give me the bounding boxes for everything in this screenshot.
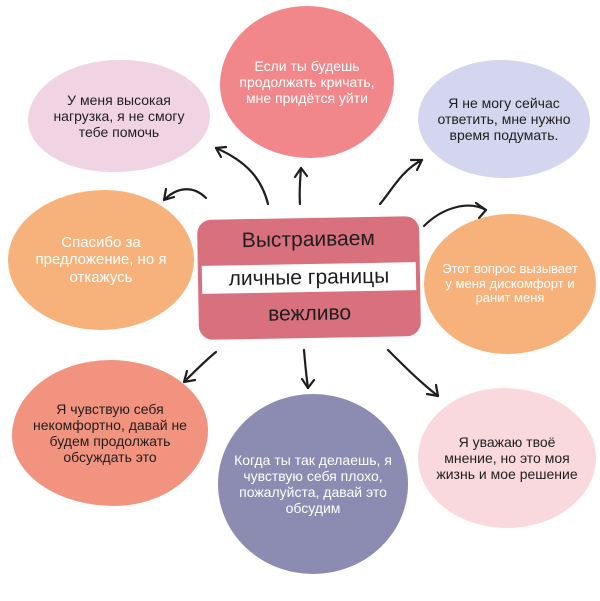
bubble-right: Этот вопрос вызывает у меня дискомфорт и… [424, 214, 596, 354]
center-title-line3: вежливо [267, 301, 352, 326]
center-title-box: Выстраиваем личные границы вежливо [196, 216, 422, 340]
bubble-left-text: Спасибо за предложение, но я откажусь [35, 234, 167, 286]
arrow-to-bottom [302, 348, 310, 390]
arrow-to-top [298, 166, 303, 206]
arrow-to-left [162, 188, 208, 202]
bubble-top: Если ты будешь продолжать кричать, мне п… [220, 6, 394, 158]
bubble-top-left: У меня высокая нагрузка, я не смогу тебе… [28, 60, 210, 172]
center-title-line2: личные границы [201, 262, 417, 294]
bubble-left: Спасибо за предложение, но я откажусь [8, 190, 194, 330]
bubble-bottom-right: Я уважаю твоё мнение, но это моя жизнь и… [418, 388, 596, 528]
arrowhead-left [162, 187, 176, 202]
bubble-bottom-left: Я чувствую себя некомфортно, давай не бу… [12, 360, 208, 506]
bubble-bottom: Когда ты так делаешь, я чувствую себя пл… [218, 394, 408, 574]
bubble-bottom-text: Когда ты так делаешь, я чувствую себя пл… [234, 451, 392, 517]
bubble-top-text: Если ты будешь продолжать кричать, мне п… [239, 57, 375, 107]
bubble-top-right: Я не могу сейчас ответить, мне нужно вре… [418, 60, 590, 178]
arrow-to-bottom-left [182, 350, 218, 384]
bubble-right-text: Этот вопрос вызывает у меня дискомфорт и… [442, 260, 578, 306]
arrow-to-top-right [378, 158, 424, 206]
arrowhead-top-right [409, 158, 424, 172]
arrowhead-right [474, 201, 488, 220]
bubble-bottom-right-text: Я уважаю твоё мнение, но это моя жизнь и… [436, 433, 578, 483]
center-title-line1: Выстраиваем [241, 226, 376, 253]
arrow-to-top-left [214, 146, 270, 206]
bubble-bottom-left-text: Я чувствую себя некомфортно, давай не бу… [33, 400, 187, 466]
arrowhead-top [293, 166, 309, 179]
bubble-top-left-text: У меня высокая нагрузка, я не смогу тебе… [53, 91, 185, 141]
arrowhead-bottom-left [182, 369, 197, 384]
arrowhead-bottom-right [425, 383, 440, 398]
arrowhead-top-left [214, 145, 228, 159]
arrow-to-bottom-right [386, 348, 440, 398]
bubble-top-right-text: Я не могу сейчас ответить, мне нужно вре… [437, 94, 571, 144]
arrowhead-bottom [300, 377, 316, 390]
